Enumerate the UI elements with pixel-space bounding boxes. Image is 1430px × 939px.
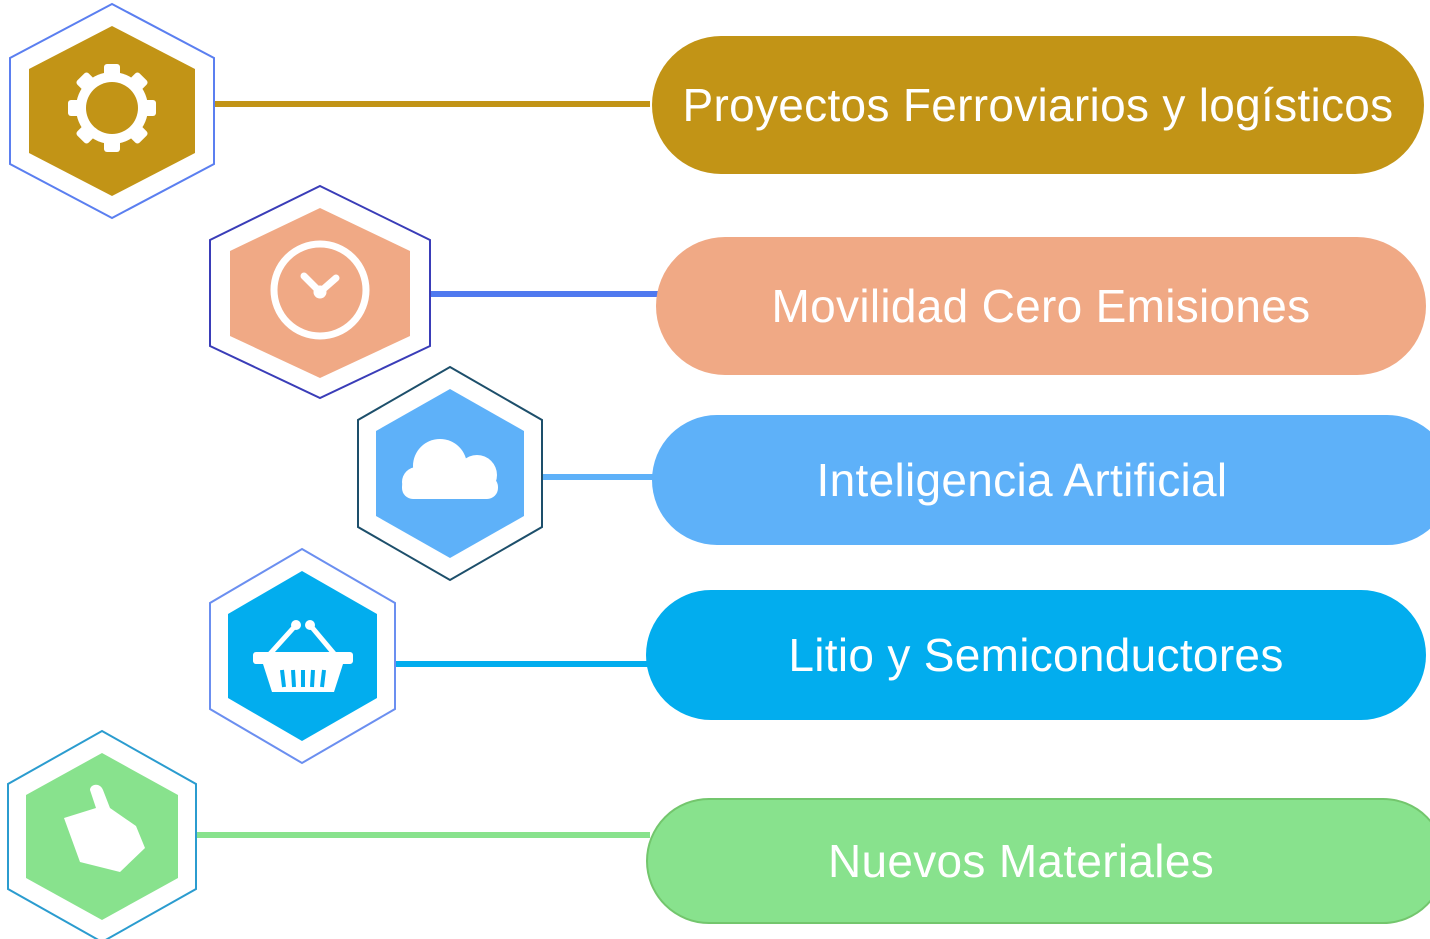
hexagon-1: [9, 2, 215, 220]
pill-label: Movilidad Cero Emisiones: [771, 280, 1311, 332]
pill-label: Proyectos Ferroviarios y logísticos: [682, 79, 1394, 131]
cloud-icon: [402, 439, 498, 499]
hexagon-5: [7, 729, 197, 939]
pill-litio-semiconductores: Litio y Semiconductores: [646, 590, 1426, 720]
pill-movilidad-cero-emisiones: Movilidad Cero Emisiones: [656, 237, 1426, 375]
hexagon-2: [209, 184, 431, 400]
pill-label: Inteligencia Artificial: [816, 454, 1228, 506]
pill-label: Litio y Semiconductores: [788, 629, 1284, 681]
basket-icon: [253, 620, 353, 692]
pill-proyectos-ferroviarios: Proyectos Ferroviarios y logísticos: [652, 36, 1424, 174]
gear-icon: [68, 64, 156, 152]
hexagon-3: [357, 365, 543, 582]
clock-icon: [270, 240, 370, 340]
pill-nuevos-materiales: Nuevos Materiales: [646, 798, 1430, 924]
pill-label: Nuevos Materiales: [827, 835, 1215, 887]
thumbs-up-icon: [64, 784, 145, 872]
pill-inteligencia-artificial: Inteligencia Artificial: [652, 415, 1430, 545]
hexagon-4: [209, 547, 396, 765]
